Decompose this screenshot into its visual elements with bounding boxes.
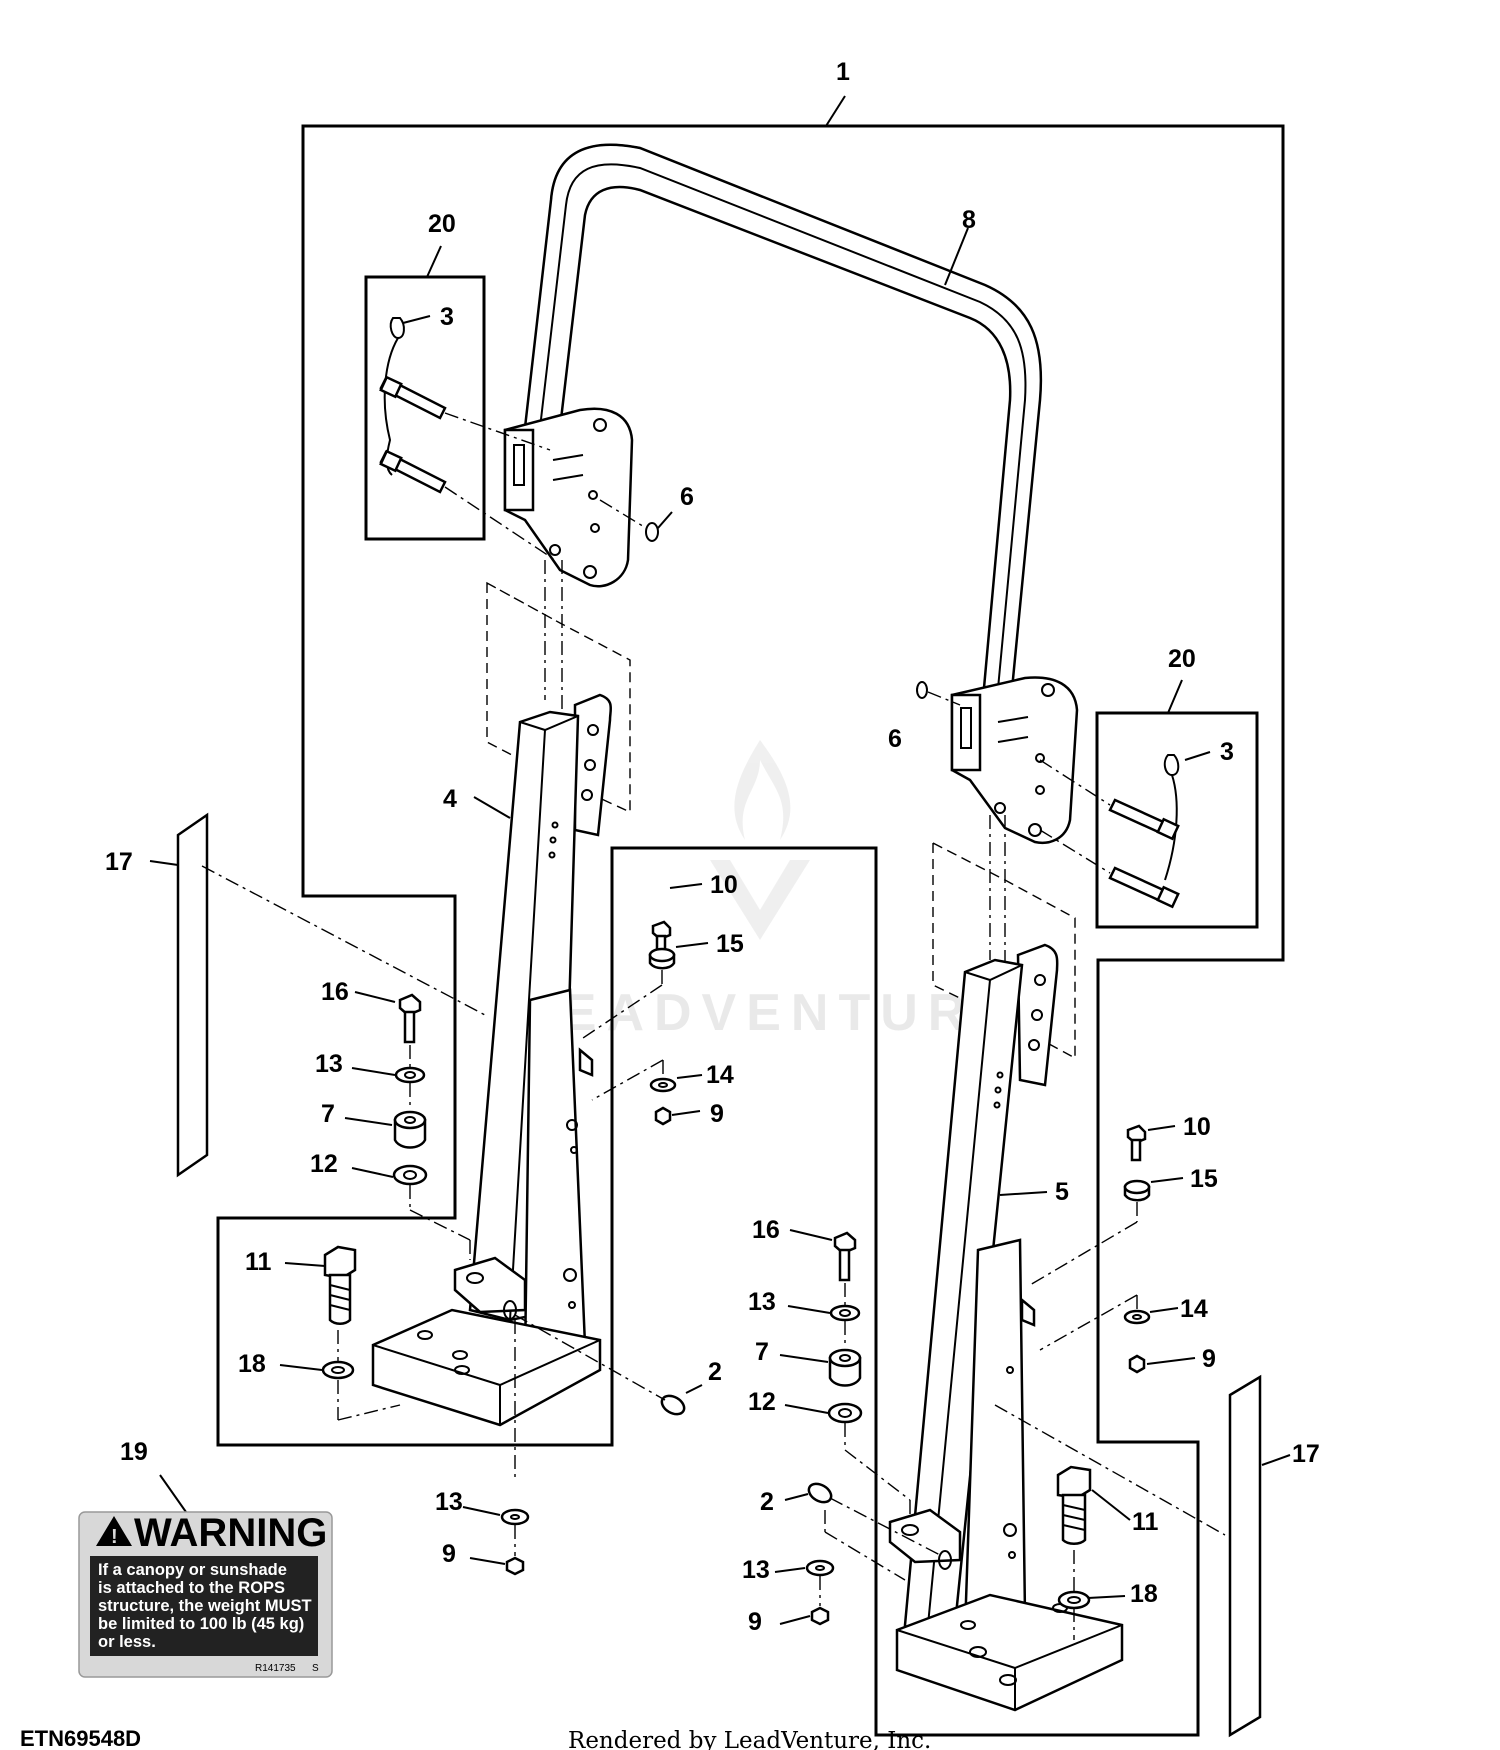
left-anchor-bolt — [321, 1245, 401, 1421]
callout-12-left: 12 — [310, 1150, 338, 1178]
callout-3-right: 3 — [1220, 738, 1234, 766]
leader-5 — [999, 1191, 1048, 1196]
washer-13-right-bottom — [805, 1559, 835, 1577]
diagram-code: ETN69548D — [20, 1726, 141, 1750]
pin-kit-box-left — [364, 275, 486, 541]
callout-10-left: 10 — [710, 871, 738, 899]
washer-13-bottom — [500, 1508, 530, 1526]
callout-13-right-bottom: 13 — [742, 1556, 770, 1584]
callout-17-left: 17 — [105, 848, 133, 876]
side-decal-left — [176, 812, 209, 1178]
left-mount-bracket — [503, 407, 634, 588]
callout-20-left: 20 — [428, 210, 456, 238]
svg-text:!: ! — [111, 1526, 118, 1548]
retaining-ring-left — [645, 522, 659, 542]
callout-11-right: 11 — [1132, 1508, 1159, 1536]
callout-1: 1 — [836, 58, 850, 86]
leader-20-left — [426, 245, 442, 278]
nut-9-bottom — [505, 1556, 525, 1576]
right-hardware-stack — [827, 1231, 911, 1515]
callout-13-right: 13 — [748, 1288, 776, 1316]
warning-decal: ! WARNING If a canopy or sunshade is att… — [78, 1511, 333, 1678]
callout-7-left: 7 — [321, 1100, 335, 1128]
right-rops-post — [888, 943, 1124, 1712]
callout-13-bottom: 13 — [435, 1488, 463, 1516]
watermark-v-logo — [710, 860, 810, 940]
callout-6-left: 6 — [680, 483, 694, 511]
callout-2-right: 2 — [760, 1488, 774, 1516]
callout-18-left: 18 — [238, 1350, 266, 1378]
left-rops-post — [371, 693, 613, 1427]
lock-pin-kit-left — [379, 317, 447, 494]
callout-18-right: 18 — [1130, 1580, 1158, 1608]
warning-line-5: or less. — [98, 1633, 156, 1651]
left-hardware-stack — [392, 993, 471, 1260]
warning-heading: WARNING — [134, 1511, 327, 1555]
bushing-left — [660, 1394, 686, 1416]
callout-9-right: 9 — [1202, 1345, 1216, 1373]
bushing-right — [807, 1482, 833, 1504]
callout-14-left: 14 — [706, 1061, 734, 1089]
render-credit: Rendered by LeadVenture, Inc. — [568, 1728, 931, 1750]
leader-8 — [944, 227, 969, 286]
pin-kit-box-right — [1095, 711, 1259, 929]
right-anchor-bolt — [1056, 1465, 1092, 1640]
callout-14-right: 14 — [1180, 1295, 1208, 1323]
rops-upper-hoop — [503, 143, 1079, 844]
callout-9-right-bottom: 9 — [748, 1608, 762, 1636]
callout-9-left: 9 — [710, 1100, 724, 1128]
leader-19 — [159, 1474, 187, 1513]
callout-16-left: 16 — [321, 978, 349, 1006]
warning-line-2: is attached to the ROPS — [98, 1579, 285, 1597]
leader-3-left — [402, 315, 431, 324]
callout-15-left: 15 — [716, 930, 744, 958]
callout-17-right: 17 — [1292, 1440, 1320, 1468]
callout-7-right: 7 — [755, 1338, 769, 1366]
callout-16-right: 16 — [752, 1216, 780, 1244]
leader-20-right — [1167, 679, 1183, 714]
callout-4: 4 — [443, 785, 457, 813]
side-decal-right — [1228, 1374, 1262, 1738]
right-mount-bracket — [950, 676, 1079, 844]
alignment-dashes-left — [486, 581, 631, 814]
watermark-text: LEADVENTURE — [520, 984, 1020, 1042]
warning-suffix: S — [312, 1663, 319, 1674]
leader-3-right — [1184, 751, 1211, 761]
callout-8: 8 — [962, 206, 976, 234]
callout-19: 19 — [120, 1438, 148, 1466]
callout-9-bottom: 9 — [442, 1540, 456, 1568]
left-tab-hardware — [579, 920, 677, 1126]
callout-6-right: 6 — [888, 725, 902, 753]
retaining-ring-right — [916, 681, 928, 699]
warning-line-1: If a canopy or sunshade — [98, 1561, 287, 1579]
callout-5: 5 — [1055, 1178, 1069, 1206]
callout-13-left: 13 — [315, 1050, 343, 1078]
callout-20-right: 20 — [1168, 645, 1196, 673]
callout-3-left: 3 — [440, 303, 454, 331]
nut-9-right-bottom — [810, 1606, 830, 1626]
warning-line-4: be limited to 100 lb (45 kg) — [98, 1615, 304, 1633]
watermark-flame-logo — [734, 740, 791, 840]
leader-4 — [473, 796, 511, 819]
callout-11-left: 11 — [245, 1248, 272, 1276]
warning-triangle-icon — [96, 1516, 132, 1546]
callout-15-right: 15 — [1190, 1165, 1218, 1193]
callout-2-left: 2 — [708, 1358, 722, 1386]
right-tab-hardware — [1029, 1124, 1151, 1374]
warning-part-code: R141735 — [255, 1663, 296, 1674]
watermark: LEADVENTURE — [520, 740, 1020, 1042]
lock-pin-kit-right — [1108, 754, 1180, 909]
warning-line-3: structure, the weight MUST — [98, 1597, 312, 1615]
callout-10-right: 10 — [1183, 1113, 1211, 1141]
callout-12-right: 12 — [748, 1388, 776, 1416]
leader-1 — [825, 95, 846, 127]
assembly-outline-box — [216, 124, 1285, 1737]
